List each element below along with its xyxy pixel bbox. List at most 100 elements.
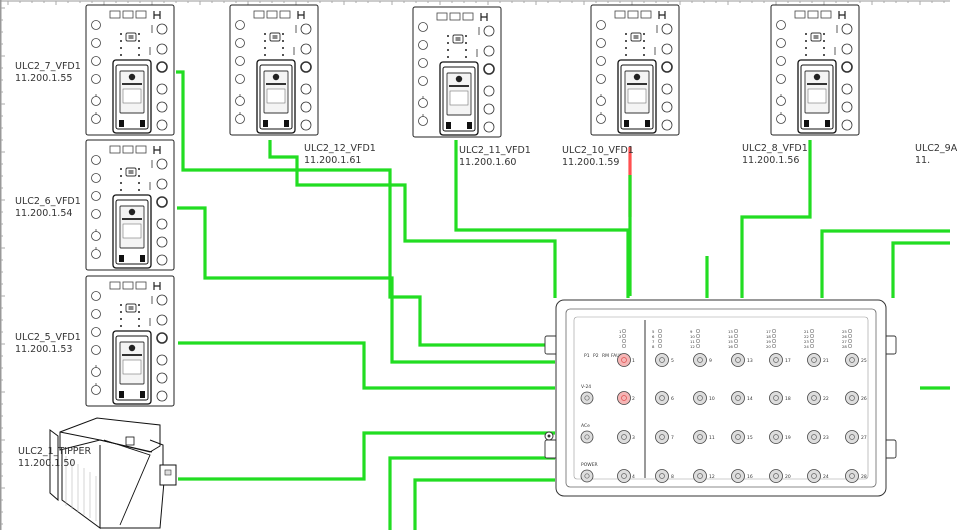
vfd-name: ULC2_8_VFD1 — [742, 143, 808, 154]
switch-port-15 — [731, 430, 745, 444]
switch-port-core — [811, 357, 817, 363]
vfd-knockout — [418, 116, 428, 126]
switch-port-number: 17 — [785, 358, 791, 364]
vfd-print-dot — [447, 42, 449, 44]
vfd-knockout — [91, 155, 101, 165]
cable-7 — [268, 140, 557, 298]
switch-led — [847, 338, 853, 344]
cable-3 — [178, 341, 555, 390]
vfd-display — [122, 88, 142, 104]
tipper-chute — [103, 439, 151, 526]
vfd-connector — [300, 101, 312, 113]
switch-port-24 — [807, 469, 821, 483]
switch-port-core — [773, 357, 779, 363]
tipper-control-port — [164, 469, 172, 476]
vfd-connector — [661, 119, 673, 131]
vfd-print-dot — [138, 311, 140, 313]
vfd-connector-marks — [149, 25, 153, 55]
switch-led-number: 1 — [619, 329, 622, 334]
tipper-side-plate — [49, 429, 59, 502]
switch-led-number: 15 — [728, 339, 733, 344]
vfd-foot-left — [804, 120, 809, 127]
vfd-print-dot — [805, 33, 807, 35]
switch-port-1 — [617, 353, 631, 367]
vfd-top-terminal — [462, 12, 474, 21]
switch-led-number: 11 — [690, 339, 695, 344]
vfd-connector — [156, 61, 168, 73]
vfd-connector — [300, 23, 312, 35]
vfd-knockout — [776, 56, 786, 66]
vfd-brand-text — [122, 218, 142, 220]
vfd-indicator-lamp — [128, 306, 134, 310]
vfd-print-dot — [120, 40, 122, 42]
switch-port-number: 26 — [861, 396, 867, 402]
cable-2 — [177, 206, 555, 364]
switch-port-core — [659, 395, 665, 401]
vfd-ip: 11.200.1.59 — [562, 157, 620, 168]
vfd-connector — [841, 61, 853, 73]
vfd-disconnect-symbol — [480, 13, 488, 21]
vfd-connector — [841, 43, 853, 55]
vfd-knockout — [91, 327, 101, 337]
vfd-print-dot — [264, 40, 266, 42]
switch-led-number: 25 — [842, 329, 847, 334]
switch-port-number: 10 — [709, 396, 715, 402]
vfd-drive-bezel — [800, 64, 834, 130]
vfd-knockout — [776, 96, 786, 106]
vfd-connector — [156, 314, 168, 326]
switch-led — [621, 343, 627, 349]
switch-port-core — [811, 473, 817, 479]
switch-led — [621, 333, 627, 339]
tipper-ip: 11.200.1.50 — [18, 458, 76, 469]
vfd-connector — [661, 83, 673, 95]
vfd-print-dot — [138, 318, 140, 320]
switch-led-number: 21 — [804, 329, 809, 334]
switch-port-number: 4 — [632, 474, 635, 480]
vfd-print-dot — [138, 47, 140, 49]
vfd-print-dot — [625, 33, 627, 35]
switch-port-core — [697, 357, 703, 363]
switch-led-number: 13 — [728, 329, 733, 334]
switch-connector-label-power: POWER — [581, 462, 598, 468]
vfd-connector — [156, 196, 168, 208]
vfd-print-dot — [805, 54, 807, 56]
switch-port-23 — [807, 430, 821, 444]
switch-port-19 — [769, 430, 783, 444]
vfd-connector — [300, 61, 312, 73]
vfd-knockout — [91, 385, 101, 395]
switch-port-core — [697, 473, 703, 479]
vfd-unit-3 — [85, 275, 175, 407]
switch-port-14 — [731, 391, 745, 405]
switch-port-core — [849, 395, 855, 401]
switch-port-core — [735, 434, 741, 440]
vfd-connector — [156, 23, 168, 35]
vfd-print-dot — [120, 175, 122, 177]
switch-port-21 — [807, 353, 821, 367]
vfd-knockout — [418, 76, 428, 86]
switch-connector-label-ace: ACe — [581, 423, 590, 429]
vfd-name: ULC2_11_VFD1 — [459, 145, 531, 156]
switch-port-core — [773, 395, 779, 401]
vfd-drive-bezel — [259, 64, 293, 130]
vfd-knockout — [418, 22, 428, 32]
vfd-top-terminal — [253, 10, 265, 19]
vfd-unit-7 — [770, 4, 860, 136]
vfd-print-dot — [805, 40, 807, 42]
switch-port-number: 7 — [671, 435, 674, 441]
vfd-brand-logo — [128, 73, 136, 81]
switch-led — [733, 338, 739, 344]
vfd-knockout — [91, 74, 101, 84]
vfd-knockout — [596, 96, 606, 106]
vfd-top-terminal — [807, 10, 819, 19]
cable-14 — [891, 241, 950, 298]
vfd-connector-marks — [476, 27, 480, 57]
switch-port-core — [773, 473, 779, 479]
switch-port-number: 23 — [823, 435, 829, 441]
switch-port-6 — [655, 391, 669, 405]
switch-led-number: 18 — [766, 334, 771, 339]
vfd-brand-logo — [813, 73, 821, 81]
switch-led — [733, 328, 739, 334]
vfd-knockout — [776, 114, 786, 124]
